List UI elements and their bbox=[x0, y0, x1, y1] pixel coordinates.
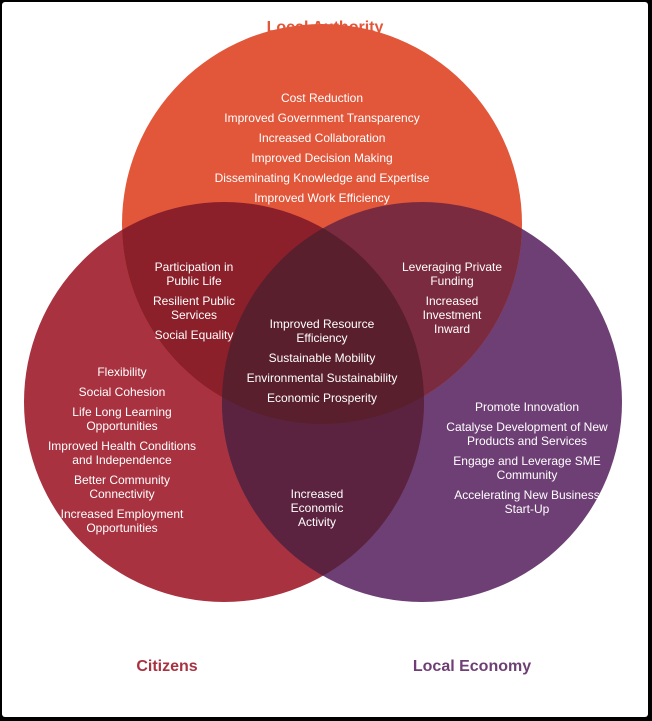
venn-label-line: Economic Prosperity bbox=[266, 391, 378, 405]
venn-label-line: Services bbox=[170, 308, 217, 322]
venn-label: Flexibility bbox=[37, 365, 207, 379]
local-authority-title: Local Authority bbox=[266, 19, 384, 36]
venn-label: Environmental Sustainability bbox=[232, 371, 412, 385]
venn-label-line: Funding bbox=[430, 274, 474, 288]
venn-label-line: Increased Employment bbox=[60, 507, 184, 521]
venn-label: Increased Collaboration bbox=[172, 128, 472, 148]
venn-label-line: Cost Reduction bbox=[280, 91, 364, 105]
venn-label-line: Investment bbox=[422, 308, 482, 322]
venn-label: Economic Prosperity bbox=[232, 391, 412, 405]
venn-label-line: Social Equality bbox=[154, 328, 234, 342]
venn-label: Improved Decision Making bbox=[172, 148, 472, 168]
venn-label-line: Products and Services bbox=[466, 434, 588, 448]
venn-label: Improved Work Efficiency bbox=[172, 188, 472, 208]
venn-label-line: Leveraging Private bbox=[401, 260, 503, 274]
venn-label-line: Engage and Leverage SME bbox=[453, 454, 601, 468]
venn-label-line: Increased Collaboration bbox=[258, 131, 386, 145]
venn-label-line: Disseminating Knowledge and Expertise bbox=[214, 171, 430, 185]
venn-label-line: Improved Resource bbox=[269, 317, 375, 331]
venn-label-line: Participation in bbox=[154, 260, 234, 274]
local-economy-title: Local Economy bbox=[412, 658, 532, 675]
venn-label-line: Accelerating New Business bbox=[454, 488, 600, 502]
venn-label-line: Activity bbox=[297, 515, 336, 529]
venn-label-line: Increased bbox=[290, 487, 344, 501]
venn-label-line: Community bbox=[496, 468, 558, 482]
venn-label-line: Connectivity bbox=[89, 487, 155, 501]
venn-label-line: Improved Health Conditions bbox=[47, 439, 197, 453]
venn-label-line: Inward bbox=[433, 322, 471, 336]
venn-label-line: Environmental Sustainability bbox=[246, 371, 398, 385]
venn-label-line: Resilient Public bbox=[152, 294, 236, 308]
venn-label: Social Equality bbox=[124, 328, 264, 342]
venn-label-line: Improved Government Transparency bbox=[224, 111, 420, 125]
venn-label: Promote Innovation bbox=[437, 400, 617, 414]
venn-label: Sustainable Mobility bbox=[232, 351, 412, 365]
venn-label-line: Better Community bbox=[73, 473, 171, 487]
venn-label-line: Catalyse Development of New bbox=[446, 420, 608, 434]
venn-label-line: Sustainable Mobility bbox=[268, 351, 376, 365]
venn-label-line: and Independence bbox=[72, 453, 172, 467]
venn-label-line: Promote Innovation bbox=[474, 400, 580, 414]
venn-label: Social Cohesion bbox=[37, 385, 207, 399]
venn-label-line: Opportunities bbox=[86, 521, 158, 535]
venn-label: Disseminating Knowledge and Expertise bbox=[172, 168, 472, 188]
citizens-title: Citizens bbox=[136, 658, 198, 675]
venn-label-line: Life Long Learning bbox=[72, 405, 172, 419]
venn-label-line: Opportunities bbox=[86, 419, 158, 433]
venn-label-line: Increased bbox=[425, 294, 479, 308]
venn-label-line: Economic bbox=[290, 501, 344, 515]
venn-label-line: Improved Decision Making bbox=[251, 151, 393, 165]
venn-label-line: Social Cohesion bbox=[78, 385, 166, 399]
venn-label-line: Public Life bbox=[166, 274, 222, 288]
venn-label-line: Flexibility bbox=[97, 365, 147, 379]
venn-label-line: Efficiency bbox=[296, 331, 348, 345]
venn-label: Improved Government Transparency bbox=[172, 108, 472, 128]
venn-label: Cost Reduction bbox=[172, 88, 472, 108]
venn-label-line: Improved Work Efficiency bbox=[254, 191, 390, 205]
venn-label-line: Start-Up bbox=[504, 502, 550, 516]
